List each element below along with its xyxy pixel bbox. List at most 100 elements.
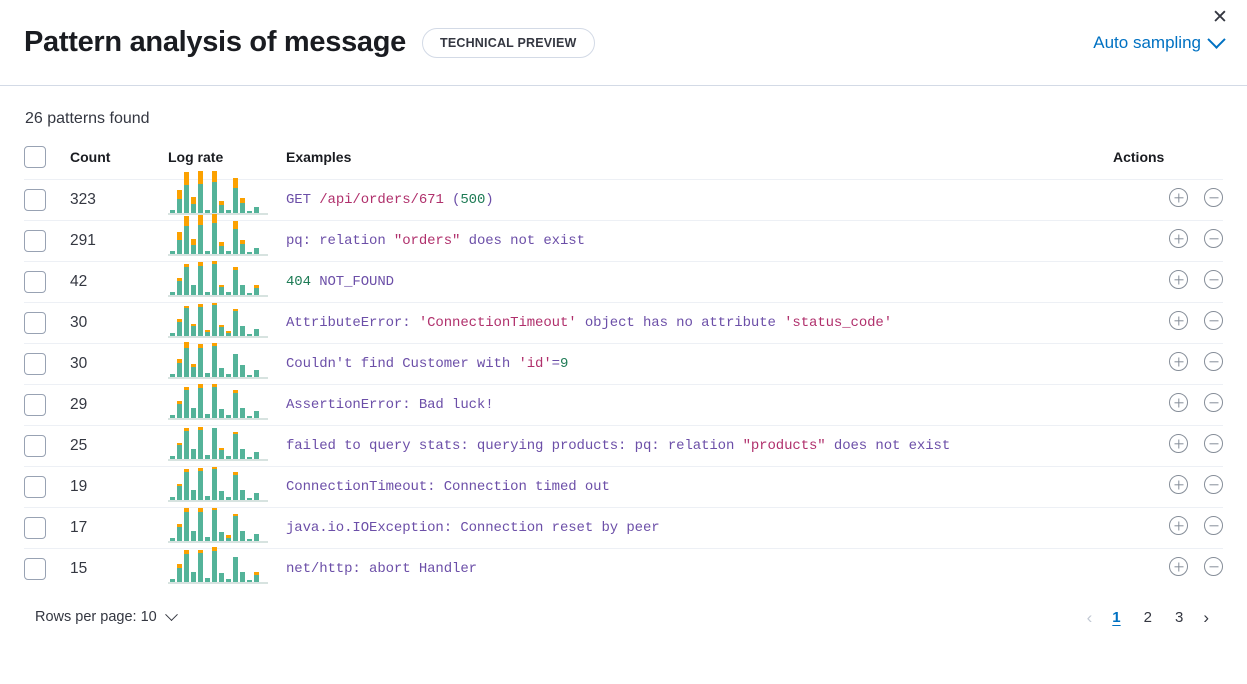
sparkline-bar [170, 415, 175, 418]
example-token-plain: Couldn't find Customer with [286, 356, 519, 372]
pagination-prev-arrow[interactable]: ‹ [1086, 607, 1093, 627]
pagination-next-arrow[interactable]: › [1203, 607, 1209, 627]
sparkline-chart [168, 342, 268, 379]
auto-sampling-dropdown[interactable]: Auto sampling [1093, 30, 1226, 53]
action-icon-group [1169, 352, 1223, 371]
row-example-text: ConnectionTimeout: Connection timed out [286, 466, 1113, 508]
plus-in-circle-icon[interactable] [1169, 270, 1188, 289]
close-icon[interactable]: ✕ [1212, 6, 1228, 28]
sparkline-bar-teal-segment [184, 185, 189, 213]
row-select-cell [24, 179, 70, 221]
select-all-checkbox[interactable] [24, 146, 46, 168]
sparkline-bar-orange-segment [233, 178, 238, 188]
sparkline-bar-orange-segment [198, 171, 203, 184]
sparkline-bar [226, 535, 231, 541]
sparkline-bar [219, 491, 224, 500]
minus-in-circle-icon[interactable] [1204, 229, 1223, 248]
minus-in-circle-icon[interactable] [1204, 516, 1223, 535]
sparkline-bar [191, 285, 196, 295]
row-log-rate-sparkline [168, 466, 286, 508]
row-count: 15 [70, 548, 168, 590]
minus-in-circle-icon[interactable] [1204, 434, 1223, 453]
sparkline-bar-teal-segment [170, 579, 175, 583]
column-header-actions: Actions [1113, 149, 1165, 165]
row-checkbox[interactable] [24, 558, 46, 581]
minus-in-circle-icon[interactable] [1204, 188, 1223, 207]
minus-in-circle-icon[interactable] [1204, 393, 1223, 412]
column-header-examples[interactable]: Examples [286, 149, 352, 165]
plus-in-circle-icon[interactable] [1169, 393, 1188, 412]
plus-in-circle-icon[interactable] [1169, 188, 1188, 207]
sparkline-bar [254, 285, 259, 295]
row-checkbox[interactable] [24, 230, 46, 252]
row-checkbox[interactable] [24, 189, 46, 211]
minus-in-circle-icon[interactable] [1204, 352, 1223, 371]
row-checkbox[interactable] [24, 476, 46, 498]
plus-in-circle-icon[interactable] [1169, 311, 1188, 330]
sparkline-bar [170, 374, 175, 377]
row-checkbox[interactable] [24, 312, 46, 334]
sparkline-bar [212, 303, 217, 336]
sparkline-bar [198, 215, 203, 254]
sparkline-bar-teal-segment [219, 205, 224, 213]
column-header-count[interactable]: Count [70, 149, 111, 165]
minus-in-circle-icon[interactable] [1204, 475, 1223, 494]
sparkline-bar-teal-segment [226, 333, 231, 336]
row-checkbox[interactable] [24, 517, 46, 539]
minus-in-circle-icon[interactable] [1204, 270, 1223, 289]
sparkline-bar-orange-segment [184, 550, 189, 555]
row-count: 30 [70, 343, 168, 385]
sparkline-bar-teal-segment [254, 370, 259, 377]
column-header-log-rate[interactable]: Log rate [168, 149, 224, 165]
plus-in-circle-icon[interactable] [1169, 434, 1188, 453]
sparkline-bar-orange-segment [212, 171, 217, 182]
minus-in-circle-icon[interactable] [1204, 311, 1223, 330]
pagination-page-2[interactable]: 2 [1143, 608, 1152, 626]
sparkline-bar-orange-segment [184, 428, 189, 431]
plus-in-circle-icon[interactable] [1169, 352, 1188, 371]
sparkline-bar-orange-segment [177, 443, 182, 445]
sparkline-bar-teal-segment [205, 537, 210, 541]
sparkline-bar-teal-segment [170, 456, 175, 459]
sparkline-bar [233, 267, 238, 295]
sparkline-bar [184, 172, 189, 213]
row-checkbox[interactable] [24, 394, 46, 416]
sparkline-bar-teal-segment [205, 210, 210, 213]
sparkline-bar-teal-segment [226, 579, 231, 583]
sparkline-bar-teal-segment [184, 431, 189, 459]
sparkline-bar [240, 490, 245, 500]
plus-in-circle-icon[interactable] [1169, 516, 1188, 535]
sparkline-bar [177, 443, 182, 459]
sparkline-bar-teal-segment [170, 538, 175, 541]
plus-in-circle-icon[interactable] [1169, 229, 1188, 248]
sparkline-bar-orange-segment [212, 467, 217, 469]
sparkline-bar [233, 178, 238, 213]
plus-in-circle-icon[interactable] [1169, 557, 1188, 577]
sparkline-bar-teal-segment [233, 434, 238, 459]
row-actions-cell [1113, 384, 1223, 426]
sparkline-bar [212, 547, 217, 583]
pagination-page-1[interactable]: 1 [1112, 608, 1121, 626]
pagination-page-3[interactable]: 3 [1174, 608, 1184, 626]
row-log-rate-sparkline [168, 302, 286, 344]
row-checkbox[interactable] [24, 353, 46, 375]
sparkline-bar-teal-segment [170, 251, 175, 254]
sparkline-bar-orange-segment [226, 331, 231, 333]
rows-per-page-selector[interactable]: Rows per page: 10 [35, 607, 178, 625]
row-checkbox[interactable] [24, 435, 46, 457]
row-checkbox[interactable] [24, 271, 46, 293]
sparkline-bar-teal-segment [226, 251, 231, 254]
sparkline-bar-teal-segment [205, 373, 210, 377]
sparkline-bar-teal-segment [233, 475, 238, 500]
sparkline-bar-teal-segment [240, 365, 245, 377]
example-token-str: "products" [742, 438, 826, 454]
plus-in-circle-icon[interactable] [1169, 475, 1188, 494]
sparkline-bar-teal-segment [205, 414, 210, 418]
sparkline-bar-teal-segment [184, 226, 189, 254]
minus-in-circle-icon[interactable] [1204, 557, 1223, 577]
sparkline-bar-orange-segment [233, 267, 238, 270]
flyout-header: Pattern analysis of message TECHNICAL PR… [0, 0, 1247, 86]
sparkline-chart [168, 427, 268, 461]
